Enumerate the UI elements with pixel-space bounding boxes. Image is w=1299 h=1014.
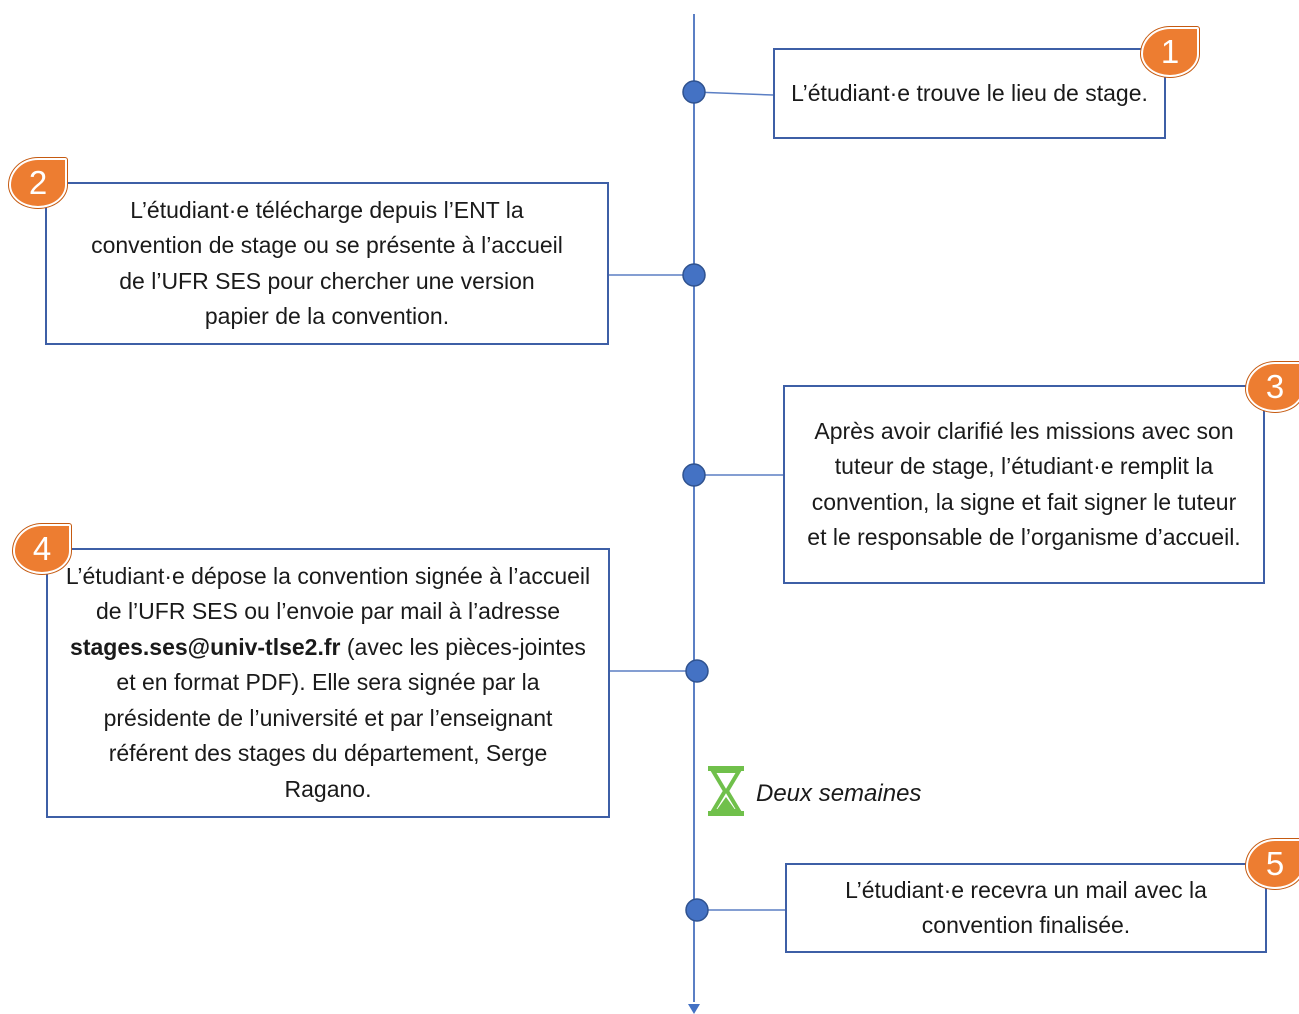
timeline-arrowhead	[688, 1004, 700, 1014]
timeline-dot-step-4	[685, 659, 709, 683]
step-4-text-after: (avec les pièces-jointes et en format PD…	[103, 633, 586, 802]
step-1-box: L’étudiant·e trouve le lieu de stage.	[773, 48, 1166, 139]
step-3-box: Après avoir clarifié les missions avec s…	[783, 385, 1265, 584]
timeline-dot-step-5	[685, 898, 709, 922]
wait-duration-label: Deux semaines	[756, 780, 922, 807]
timeline-dot-step-3	[682, 463, 706, 487]
step-4-email: stages.ses@univ-tlse2.fr	[70, 633, 341, 660]
step-4-text-before: L’étudiant·e dépose la convention signée…	[65, 562, 591, 625]
step-5-text: L’étudiant·e recevra un mail avec la con…	[845, 876, 1207, 939]
step-1-text: L’étudiant·e trouve le lieu de stage.	[791, 79, 1148, 106]
step-4-box: L’étudiant·e dépose la convention signée…	[46, 548, 610, 818]
timeline-dot-step-2	[682, 263, 706, 287]
step-4-number-badge: 4	[13, 524, 71, 574]
timeline-dot-step-1	[682, 80, 706, 104]
step-1-number-badge: 1	[1141, 27, 1199, 77]
step-5-number-badge: 5	[1246, 839, 1299, 889]
hourglass-icon	[708, 766, 744, 816]
step-2-box: L’étudiant·e télécharge depuis l’ENT la …	[45, 182, 609, 345]
step-3-text: Après avoir clarifié les missions avec s…	[807, 417, 1241, 551]
step-4-text: L’étudiant·e dépose la convention signée…	[63, 559, 593, 808]
connector-step-1	[693, 91, 774, 96]
step-5-box: L’étudiant·e recevra un mail avec la con…	[785, 863, 1267, 953]
step-2-number-badge: 2	[9, 158, 67, 208]
step-2-text: L’étudiant·e télécharge depuis l’ENT la …	[91, 196, 563, 330]
step-3-number-badge: 3	[1246, 362, 1299, 412]
